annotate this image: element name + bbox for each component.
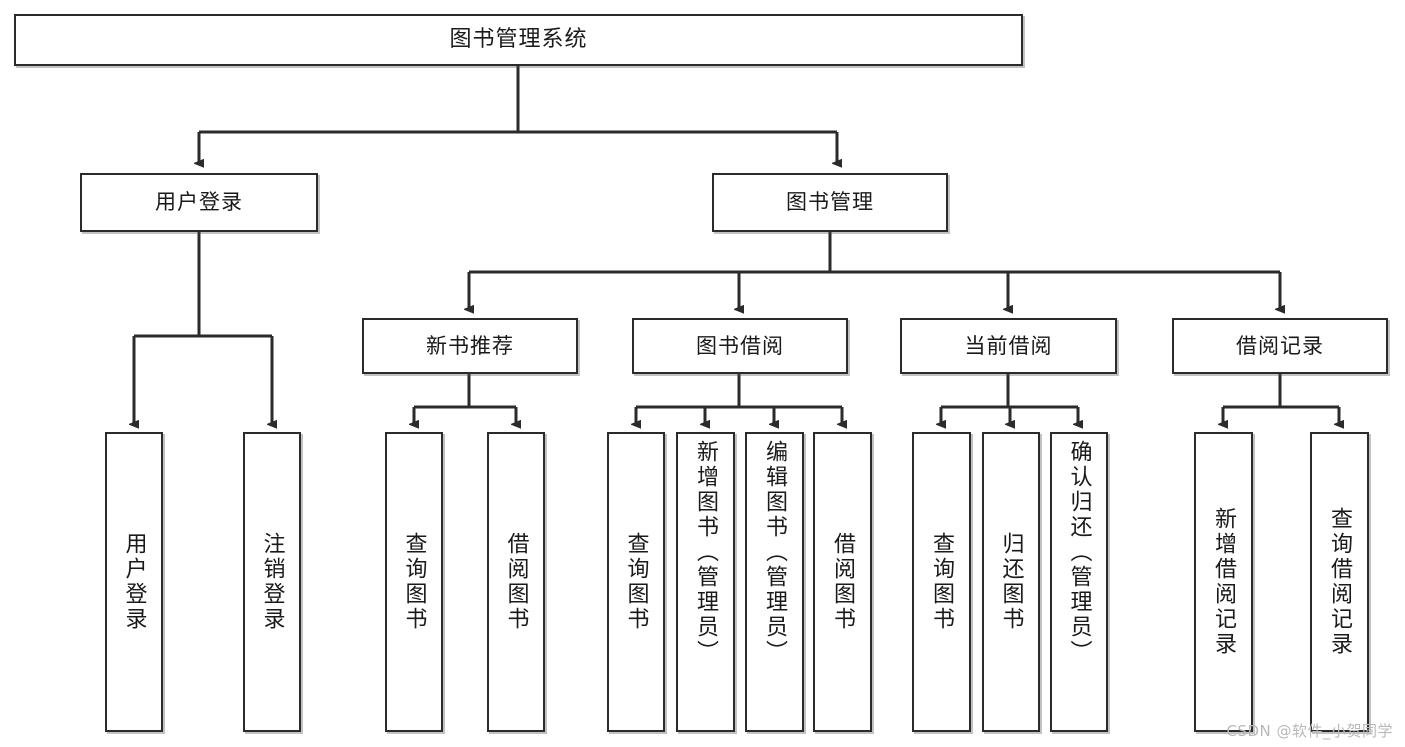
node-label: 借阅图书 <box>503 532 529 632</box>
csdn-watermark: CSDN @软件_小贺同学 <box>1226 722 1393 740</box>
node-label: 图书管理系统 <box>449 27 588 53</box>
leaf-add-borrow-record[interactable]: 新增借阅记录 <box>1194 432 1253 732</box>
node-root-system[interactable]: 图书管理系统 <box>14 14 1023 66</box>
node-label: 用户登录 <box>121 532 147 632</box>
node-current-borrowing[interactable]: 当前借阅 <box>900 318 1117 374</box>
node-label: 用户登录 <box>155 190 243 215</box>
node-label: 注销登录 <box>259 532 285 632</box>
node-label: 新增图书（管理员） <box>693 440 719 665</box>
leaf-query-borrow-record[interactable]: 查询借阅记录 <box>1310 432 1369 732</box>
node-book-borrowing[interactable]: 图书借阅 <box>632 318 848 374</box>
node-label: 确认归还（管理员） <box>1066 440 1092 665</box>
leaf-query-books-borrowing[interactable]: 查询图书 <box>607 432 665 732</box>
node-label: 查询图书 <box>929 532 955 632</box>
node-label: 编辑图书（管理员） <box>762 440 788 665</box>
node-label: 查询图书 <box>623 532 649 632</box>
node-label: 图书借阅 <box>696 333 784 358</box>
node-label: 新增借阅记录 <box>1211 507 1237 657</box>
node-user-login-module[interactable]: 用户登录 <box>80 173 318 232</box>
leaf-return-books[interactable]: 归还图书 <box>982 432 1040 732</box>
node-label: 查询借阅记录 <box>1327 507 1353 657</box>
leaf-borrow-books-borrowing[interactable]: 借阅图书 <box>813 432 872 732</box>
node-label: 新书推荐 <box>426 333 514 358</box>
node-label: 借阅图书 <box>830 532 856 632</box>
leaf-query-books-current[interactable]: 查询图书 <box>912 432 971 732</box>
leaf-user-logout[interactable]: 注销登录 <box>243 432 301 732</box>
node-borrow-records[interactable]: 借阅记录 <box>1172 318 1388 374</box>
leaf-query-books-recommendation[interactable]: 查询图书 <box>385 432 443 732</box>
node-label: 归还图书 <box>998 532 1024 632</box>
node-label: 图书管理 <box>786 190 874 215</box>
node-label: 借阅记录 <box>1236 333 1324 358</box>
leaf-borrow-books-recommendation[interactable]: 借阅图书 <box>487 432 545 732</box>
leaf-user-login[interactable]: 用户登录 <box>105 432 163 732</box>
node-label: 当前借阅 <box>964 333 1053 358</box>
node-book-management-module[interactable]: 图书管理 <box>712 173 948 232</box>
leaf-add-book-admin[interactable]: 新增图书（管理员） <box>676 432 735 732</box>
node-label: 查询图书 <box>401 532 427 632</box>
node-new-book-recommendation[interactable]: 新书推荐 <box>362 318 578 374</box>
leaf-edit-book-admin[interactable]: 编辑图书（管理员） <box>745 432 804 732</box>
leaf-confirm-return-admin[interactable]: 确认归还（管理员） <box>1050 432 1108 732</box>
